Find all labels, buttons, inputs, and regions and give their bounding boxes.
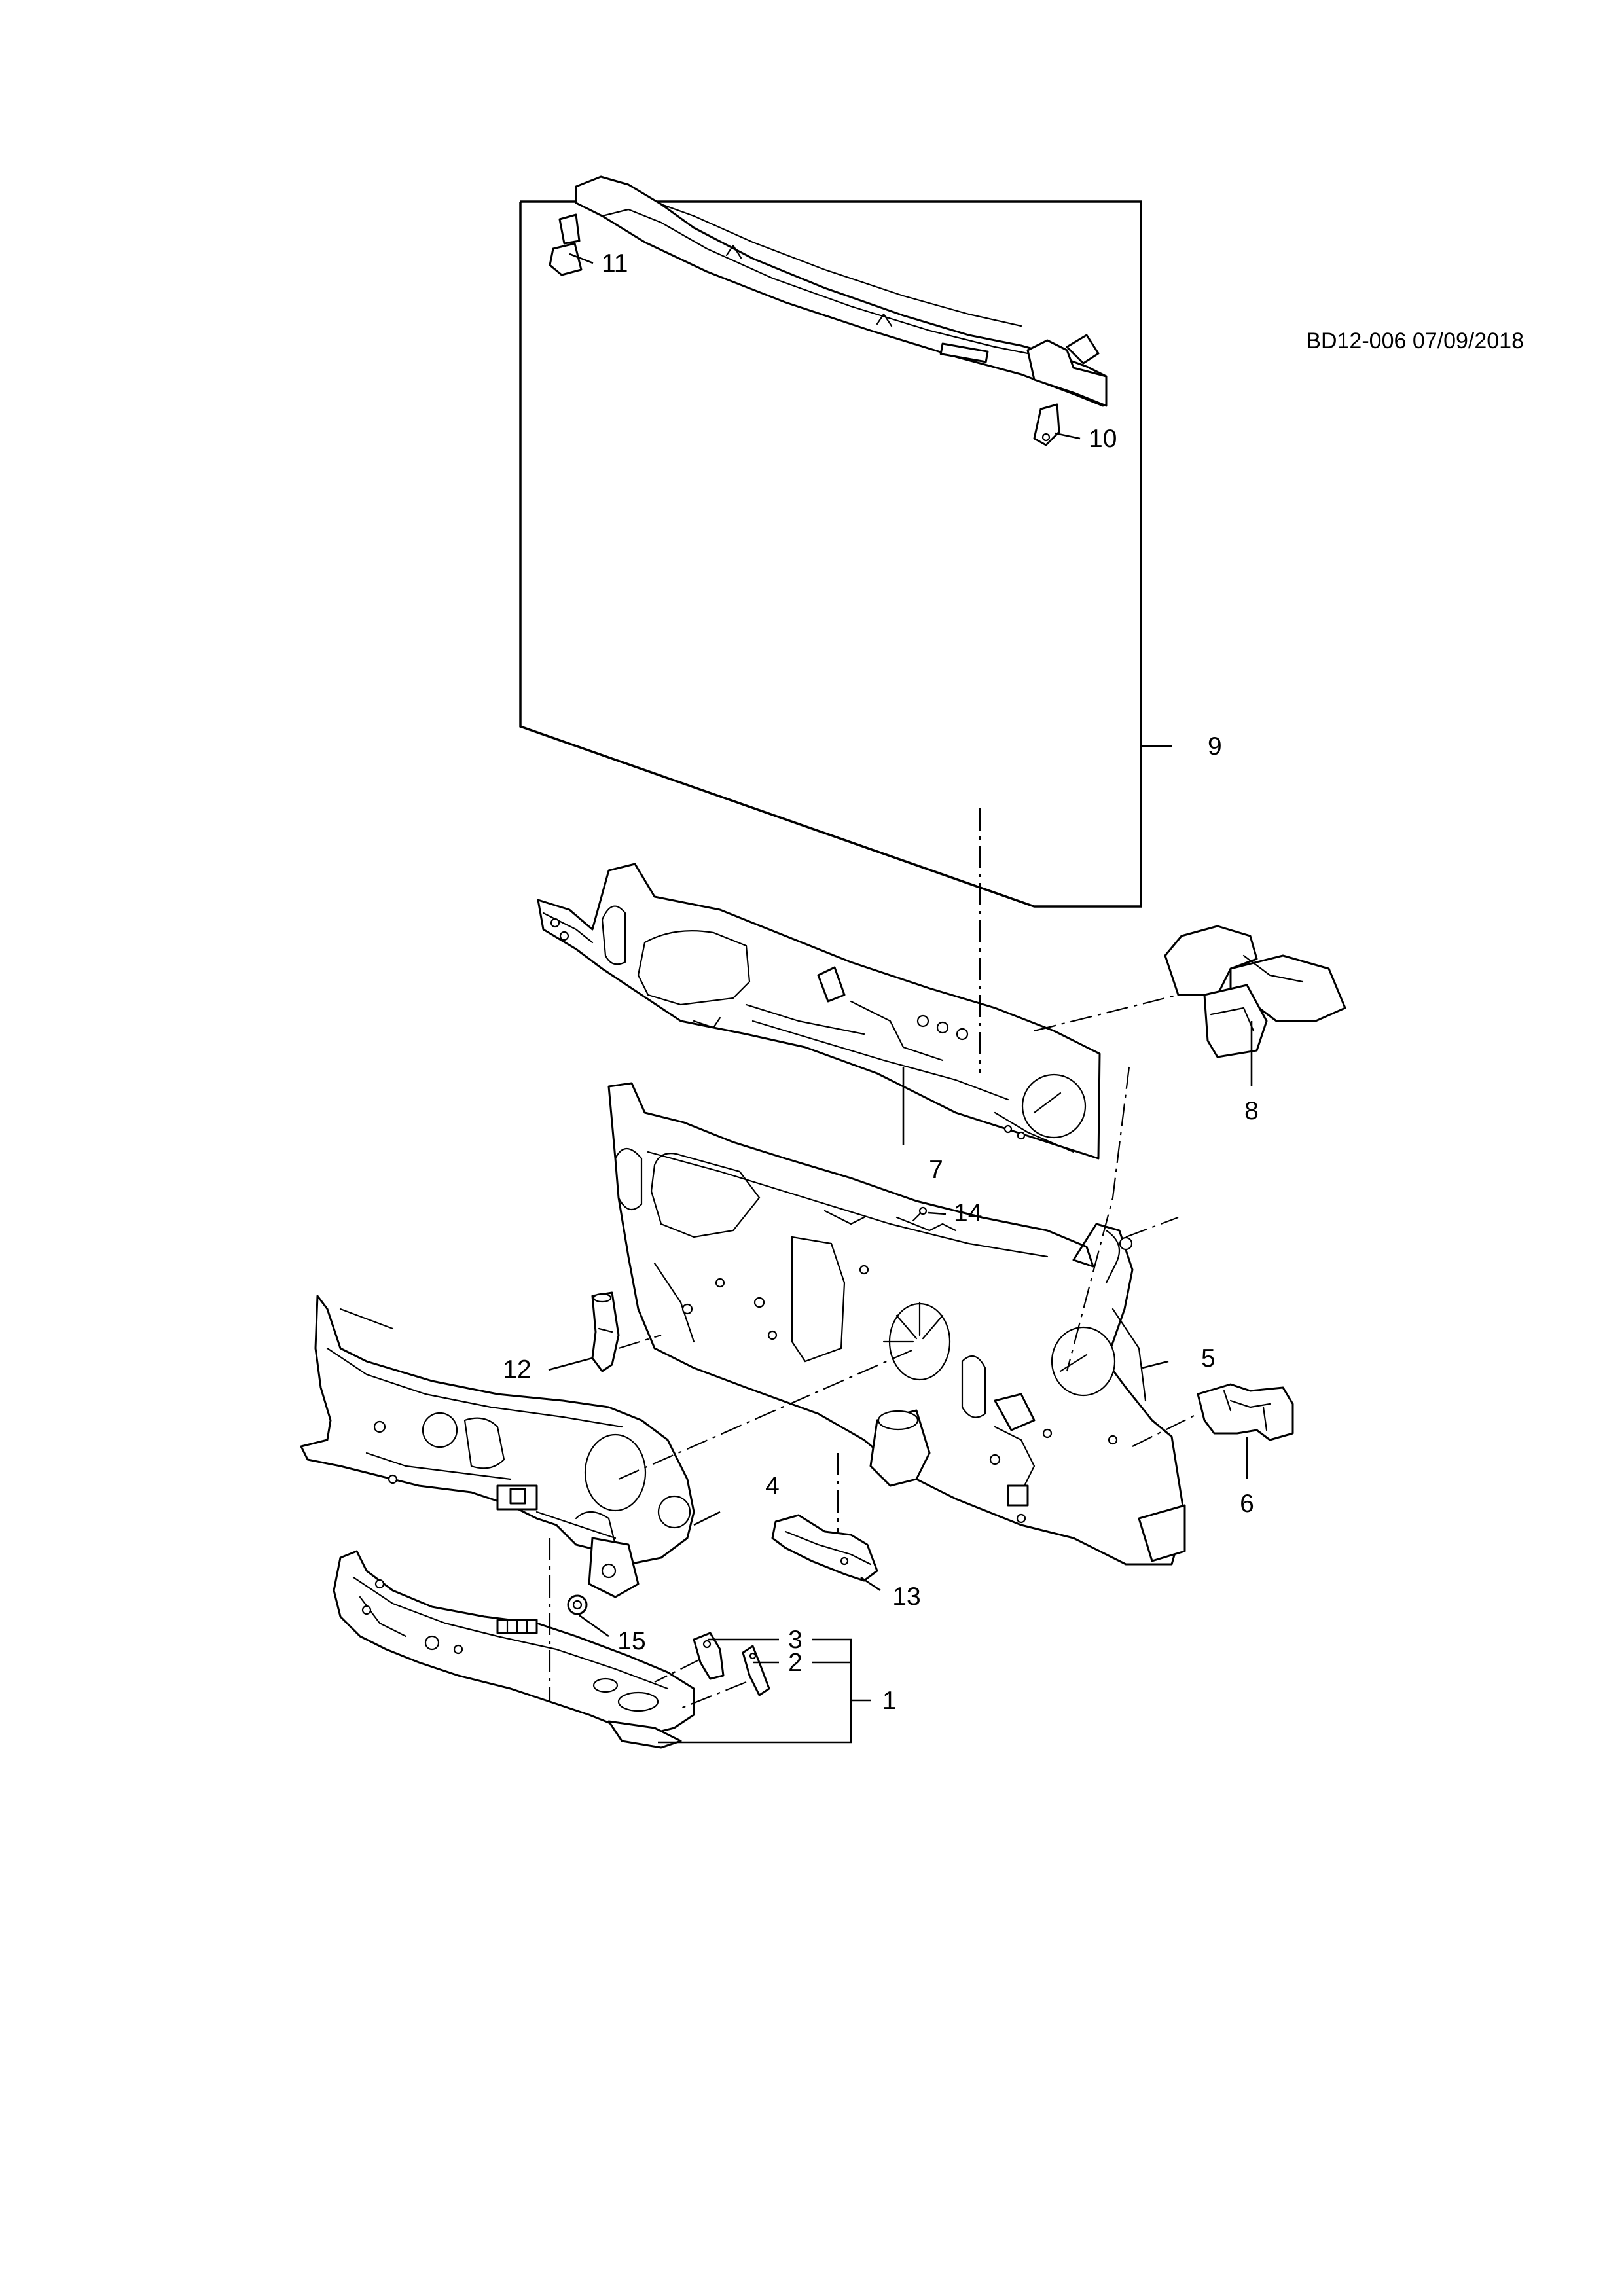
part-4-plenum-panel: [300, 1295, 695, 1598]
callout-2: 2: [788, 1649, 803, 1677]
callout-10: 10: [1089, 425, 1117, 453]
part-3-bracket: [693, 1632, 725, 1680]
relation-line-5-to-8: [1125, 1216, 1179, 1238]
part-14-pin: [912, 1206, 928, 1222]
relation-line-7-to-8: [1034, 994, 1179, 1032]
diagram-reference-code: BD12-006 07/09/2018: [1306, 329, 1524, 353]
callout-6: 6: [1240, 1490, 1254, 1518]
part-7-cowl-inner-panel: [537, 863, 1101, 1160]
leader-15: [579, 1614, 609, 1638]
part-8-insulator: [1164, 925, 1346, 1058]
callout-4: 4: [765, 1472, 780, 1500]
callout-12: 12: [503, 1355, 531, 1384]
leader-14: [928, 1211, 947, 1215]
callout-9: 9: [1208, 732, 1222, 761]
part-5-dash-panel: [607, 1082, 1186, 1566]
relation-line-12-to-5: [618, 1334, 662, 1350]
leader-5: [1142, 1360, 1169, 1369]
callout-11: 11: [602, 249, 628, 278]
part-13-bracket: [771, 1514, 878, 1582]
callout-14: 14: [954, 1199, 982, 1227]
relation-line-3-to-1: [654, 1659, 701, 1683]
callout-7: 7: [929, 1156, 943, 1184]
callout-3: 3: [788, 1626, 803, 1654]
callout-13: 13: [892, 1583, 920, 1611]
relation-line-2-to-1: [680, 1681, 747, 1710]
leader-10: [1055, 432, 1081, 440]
inset-frame: [519, 200, 1142, 908]
part-9-cowl-upper-panel: [549, 175, 1108, 446]
relation-line-4-to-5: [618, 1347, 917, 1480]
part-1-lower-plenum: [333, 1550, 695, 1749]
leader-13: [860, 1576, 881, 1592]
relation-line-7-to-5: [1066, 1066, 1130, 1372]
callout-15: 15: [617, 1627, 645, 1655]
relation-line-5-to-6: [1132, 1413, 1199, 1447]
callout-1: 1: [882, 1687, 897, 1715]
part-6-insulator: [1197, 1383, 1294, 1441]
callout-8: 8: [1244, 1097, 1259, 1125]
part-12-bracket: [591, 1291, 620, 1372]
leader-11: [569, 253, 594, 264]
callout-5: 5: [1201, 1344, 1216, 1372]
leader-4: [693, 1511, 721, 1526]
part-15-grommet: [567, 1594, 588, 1615]
leader-12: [548, 1357, 593, 1371]
part-2-bracket: [742, 1645, 770, 1696]
bracket-leader-1-2-3: [658, 1638, 871, 1744]
